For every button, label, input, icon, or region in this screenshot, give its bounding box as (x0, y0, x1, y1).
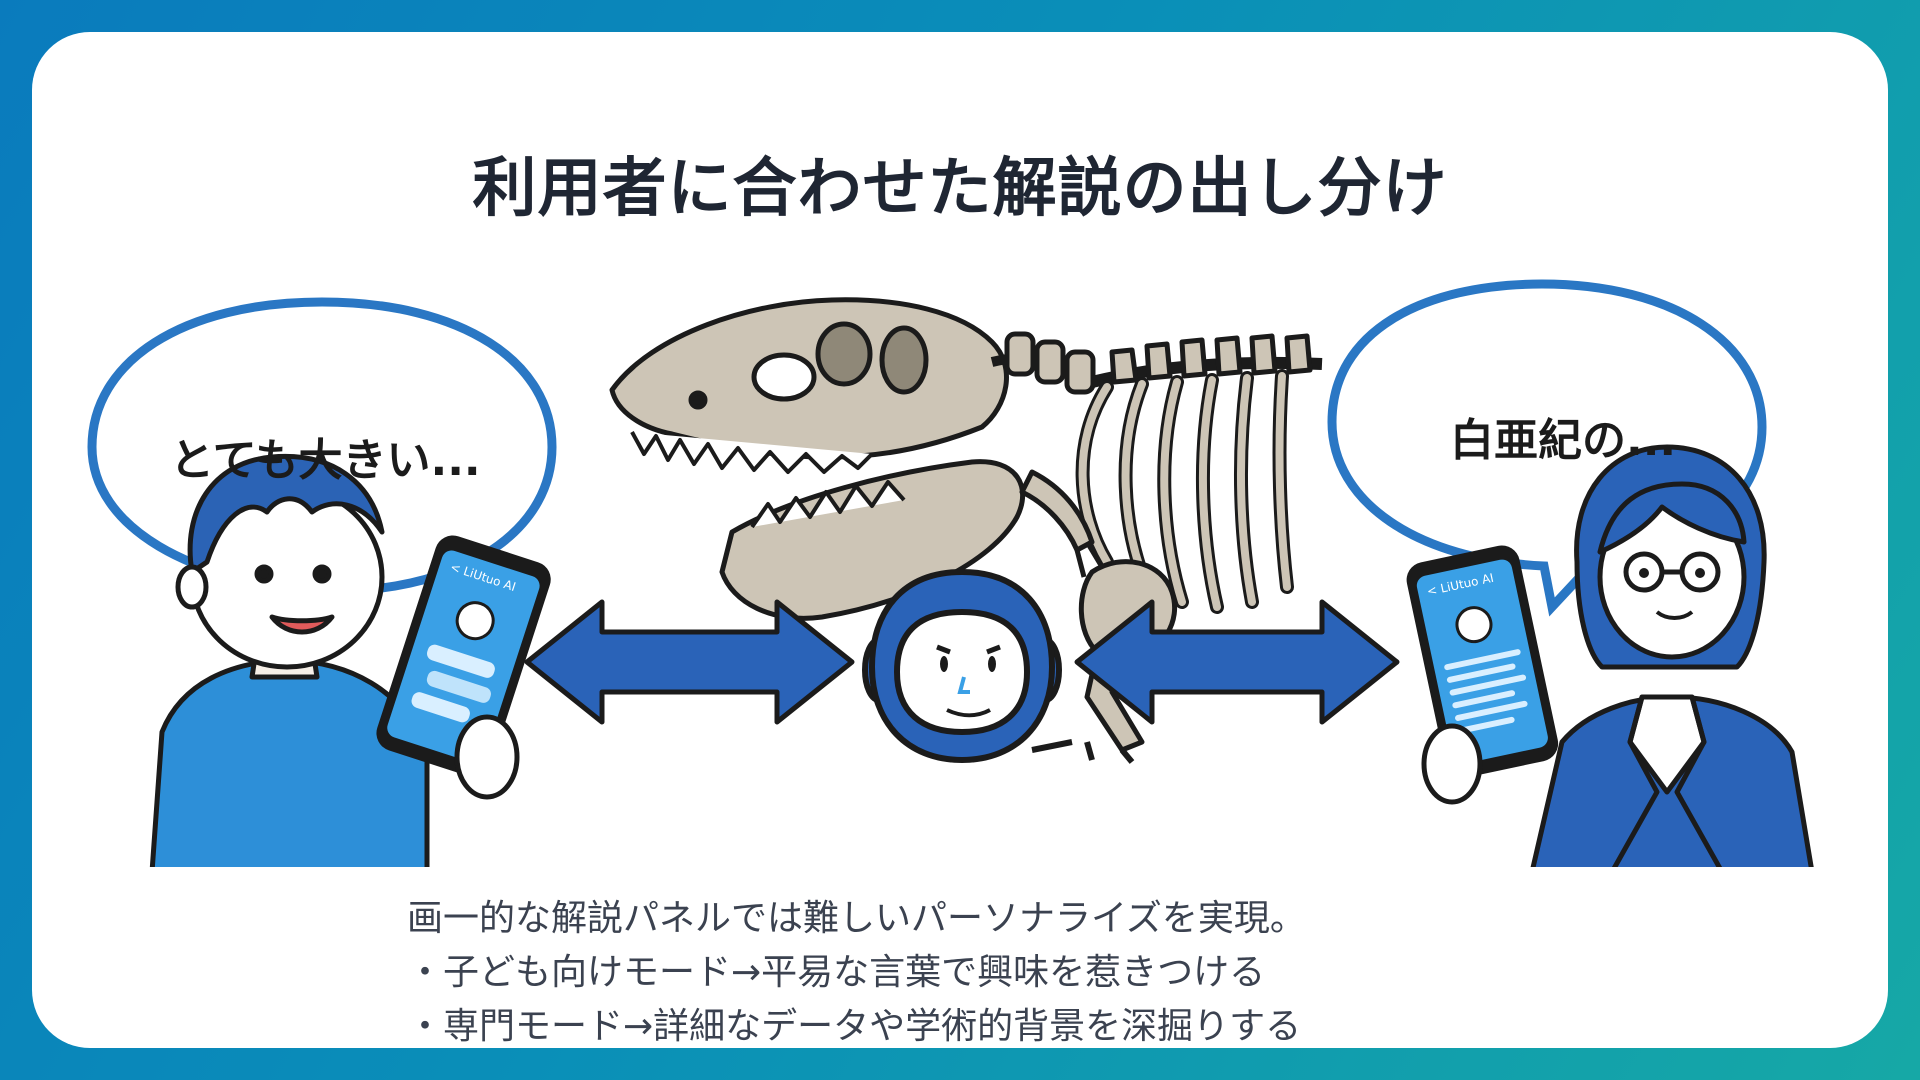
dinosaur-skeleton (609, 297, 1323, 764)
arrow-left-bidirectional (524, 599, 855, 725)
caption-line-2: ・子ども向けモード→平易な言葉で興味を惹きつける (407, 952, 1266, 993)
woman-figure (1530, 444, 1814, 867)
caption-line-3: ・専門モード→詳細なデータや学術的背景を深掘りする (407, 1006, 1302, 1047)
phone-right: < LiUtuo AI (1406, 545, 1559, 805)
phone-left: < LiUtuo AI (376, 535, 551, 800)
illustration: < LiUtuo AI (87, 279, 1814, 867)
speech-bubble-left-text: とても大きい... (170, 435, 481, 486)
child-figure (149, 453, 430, 867)
slide-card: 利用者に合わせた解説の出し分け (32, 32, 1888, 1048)
robot-ai-icon (862, 568, 1062, 764)
speech-bubble-right-text: 白亜紀の... (1450, 415, 1677, 466)
caption-line-1: 画一的な解説パネルでは難しいパーソナライズを実現。 (407, 898, 1306, 939)
slide-title: 利用者に合わせた解説の出し分け (472, 152, 1448, 226)
arrow-right-bidirectional (1074, 599, 1400, 725)
caption-block: 画一的な解説パネルでは難しいパーソナライズを実現。 ・子ども向けモード→平易な言… (407, 892, 1507, 1048)
